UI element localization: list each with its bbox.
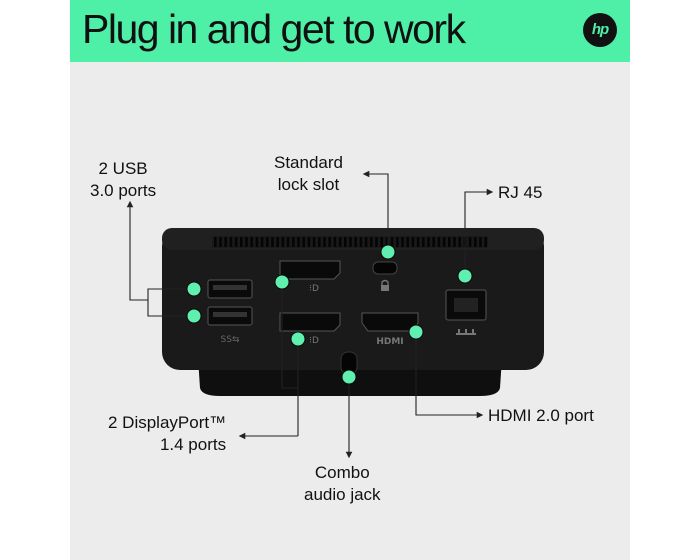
vent-slot (302, 237, 305, 247)
vent-slot (312, 237, 316, 247)
vent-slot (422, 237, 425, 247)
vent-slot (318, 237, 321, 247)
displayport-marking-bottom: ⁝D (309, 336, 319, 346)
dock-diagram: SS⇆ ⁝D ⁝D HDMI (126, 170, 544, 459)
header-banner: Plug in and get to work hp (70, 0, 630, 62)
usb-port-top (207, 279, 253, 299)
vent-slot (349, 237, 352, 247)
vent-slot (266, 237, 269, 247)
hdmi-label: HDMI 2.0 port (488, 406, 594, 425)
dot-hdmi (408, 324, 424, 340)
dot-displayport-top (274, 274, 290, 290)
vent-slot (390, 237, 394, 247)
hp-logo: hp (583, 13, 617, 47)
vent-slot (479, 237, 482, 247)
rj45-label: RJ 45 (498, 183, 543, 202)
dot-rj45 (457, 268, 473, 284)
vent-slot (458, 237, 461, 247)
vent-slot (468, 237, 472, 247)
vent-slot (328, 237, 331, 247)
vent-slot (437, 237, 441, 247)
vent-slot (286, 237, 290, 247)
vent-slot (323, 237, 326, 247)
callout-lines (126, 170, 494, 459)
vent-slot (427, 237, 430, 247)
vent-slot (448, 237, 451, 247)
displayport-top (279, 260, 341, 280)
callout-dots (186, 244, 473, 385)
lock-slot (372, 261, 398, 275)
lock-icon (381, 279, 389, 291)
vent-slot (260, 237, 264, 247)
displayport-label: 2 DisplayPort™ 1.4 ports (108, 413, 227, 454)
vent-slot (224, 237, 227, 247)
vent-slot (245, 237, 248, 247)
vent-slot (411, 237, 415, 247)
displayport-bottom (279, 312, 341, 332)
vent-slot (474, 237, 477, 247)
vent-slot (276, 237, 279, 247)
vent-slot (354, 237, 357, 247)
dot-usb-top (186, 281, 202, 297)
vent-slot (375, 237, 378, 247)
vent-slot (406, 237, 409, 247)
vent-slot (307, 237, 311, 247)
dot-lock (380, 244, 396, 260)
vent-slot (385, 237, 389, 247)
dot-displayport-bottom (290, 331, 306, 347)
vent-slot (219, 237, 222, 247)
vent-slot (432, 237, 435, 247)
vent-slot (453, 237, 456, 247)
vent-slot (214, 237, 217, 247)
vent-slot (364, 237, 368, 247)
dot-usb-bottom (186, 308, 202, 324)
rj45-port (445, 289, 487, 321)
vent-slot (297, 237, 300, 247)
vent-slot (338, 237, 342, 247)
vent-slot (250, 237, 253, 247)
product-frame: Plug in and get to work hp (70, 0, 630, 560)
vent-slot (229, 237, 233, 247)
lock-slot-label: Standard lock slot (274, 153, 343, 194)
vent-slot (401, 237, 404, 247)
vent-slot (416, 237, 420, 247)
vent-slot (271, 237, 274, 247)
vent-slot (484, 237, 487, 247)
vent-slot (255, 237, 259, 247)
vent-slot (380, 237, 383, 247)
vent-slot (281, 237, 285, 247)
displayport-marking-top: ⁝D (309, 284, 319, 294)
vent-slot (234, 237, 238, 247)
vent-slot (359, 237, 363, 247)
dock-device (162, 228, 544, 396)
dot-audio (341, 369, 357, 385)
usb-label: 2 USB 3.0 ports (90, 159, 157, 200)
vent-slot (292, 237, 295, 247)
vent-slot (240, 237, 243, 247)
usb-marking: SS⇆ (221, 335, 240, 345)
audio-jack-label: Combo audio jack (304, 463, 381, 504)
vent-slot (370, 237, 373, 247)
vent-slot (333, 237, 337, 247)
usb-port-bottom (207, 306, 253, 326)
page-title: Plug in and get to work (82, 6, 466, 52)
vent-slot (344, 237, 347, 247)
network-icon (456, 329, 476, 335)
hdmi-marking: HDMI (376, 337, 403, 347)
vent-slot (442, 237, 446, 247)
vent-slot (396, 237, 399, 247)
